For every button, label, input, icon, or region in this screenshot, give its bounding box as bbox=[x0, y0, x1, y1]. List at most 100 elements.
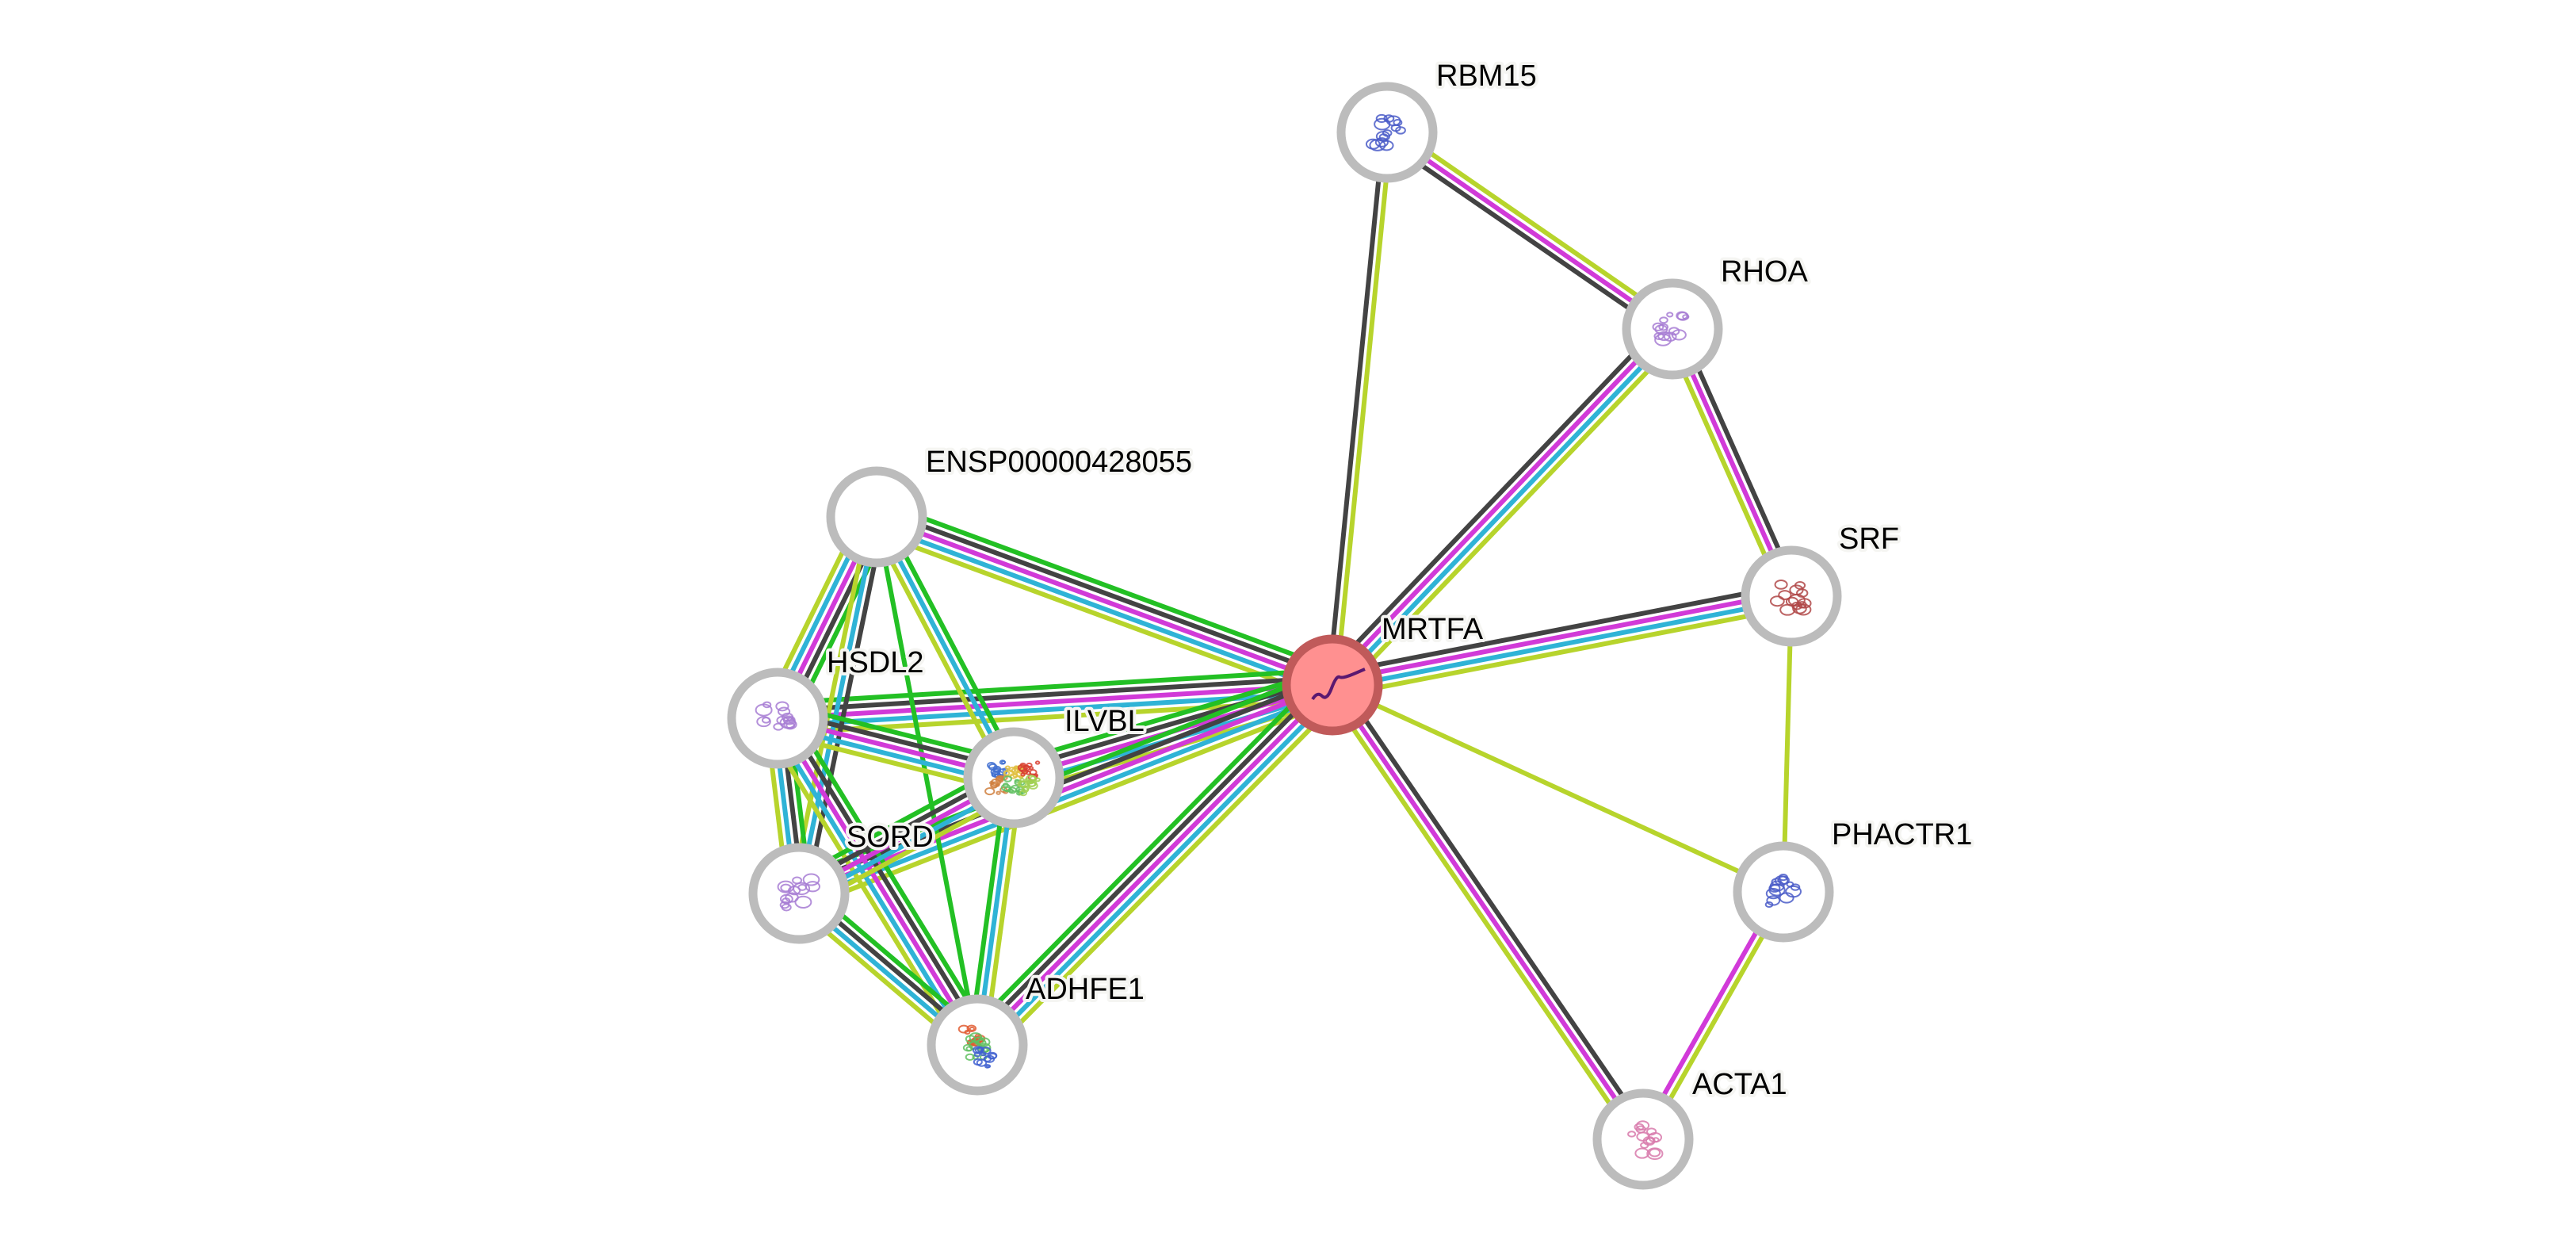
structure-part bbox=[794, 895, 812, 909]
structure-part bbox=[992, 767, 1001, 774]
structure-part bbox=[1634, 1123, 1645, 1131]
node-rhoa[interactable] bbox=[1622, 278, 1723, 380]
node-circle[interactable] bbox=[1622, 278, 1723, 380]
structure-part bbox=[957, 1024, 970, 1034]
edge-line-databases bbox=[1333, 330, 1677, 690]
edge-MRTFA-PHACTR1[interactable] bbox=[1331, 683, 1785, 894]
node-label-adhfe1: ADHFE1 bbox=[1026, 973, 1145, 1006]
edge-line-coexpression bbox=[804, 518, 887, 896]
node-label-phactr1: PHACTR1 bbox=[1832, 818, 1972, 851]
nodes-layer bbox=[727, 82, 1842, 1190]
edge-line-databases bbox=[797, 516, 879, 894]
edge-line-experiments bbox=[1330, 683, 1645, 1141]
structure-part bbox=[1634, 1147, 1650, 1159]
edge-line-textmining bbox=[1389, 124, 1679, 325]
structure-part bbox=[1636, 1120, 1650, 1131]
structure-part bbox=[785, 892, 799, 903]
structure-part bbox=[1778, 590, 1792, 601]
edge-line-coexpression bbox=[878, 507, 1336, 680]
protein-structure-icon bbox=[777, 873, 820, 912]
structure-part bbox=[996, 790, 1001, 795]
node-label-acta1: ACTA1 bbox=[1692, 1068, 1787, 1101]
edge-line-databases bbox=[1332, 597, 1793, 691]
node-rbm15[interactable] bbox=[1336, 82, 1438, 183]
edge-line-neighborhood bbox=[1008, 668, 1329, 766]
structure-part bbox=[1020, 772, 1026, 777]
edge-line-coexpression bbox=[1336, 679, 1652, 1137]
edge-ENSP00000428055-MRTFA[interactable] bbox=[870, 500, 1339, 702]
structure-part bbox=[792, 876, 803, 885]
edge-line-experiments bbox=[1328, 324, 1672, 684]
structure-part bbox=[1768, 883, 1781, 893]
node-circle[interactable] bbox=[1592, 1089, 1694, 1190]
structure-part bbox=[1794, 581, 1806, 590]
structure-part bbox=[1027, 780, 1036, 787]
structure-part bbox=[756, 716, 771, 728]
structure-part bbox=[1645, 1127, 1657, 1136]
node-mrtfa[interactable] bbox=[1282, 634, 1383, 736]
node-adhfe1[interactable] bbox=[927, 994, 1028, 1096]
structure-part bbox=[773, 722, 784, 731]
edge-line-experiments bbox=[777, 683, 1333, 721]
edge-line-neighborhood bbox=[874, 516, 980, 1046]
edge-line-textmining bbox=[1331, 683, 1785, 894]
structure-part bbox=[1014, 779, 1019, 783]
structure-part bbox=[1785, 596, 1799, 607]
structure-part bbox=[1026, 762, 1033, 768]
edge-line-experiments bbox=[975, 683, 1335, 1047]
structure-part bbox=[969, 1026, 976, 1031]
structure-part bbox=[1374, 137, 1389, 147]
structure-part bbox=[1795, 603, 1812, 616]
node-phactr1[interactable] bbox=[1733, 841, 1834, 943]
edge-RBM15-MRTFA[interactable] bbox=[1326, 132, 1393, 686]
protein-structure-icon bbox=[1627, 1120, 1664, 1161]
edge-line-experiments bbox=[797, 683, 1334, 896]
structure-part bbox=[1017, 763, 1027, 772]
structure-part bbox=[780, 883, 792, 893]
node-ilvbl[interactable] bbox=[963, 727, 1064, 828]
structure-part bbox=[1668, 327, 1680, 336]
edge-line-textmining bbox=[870, 529, 1328, 702]
edge-line-coexpression bbox=[1329, 583, 1790, 676]
node-hsdl2[interactable] bbox=[727, 668, 828, 769]
protein-structure-icon bbox=[1017, 775, 1041, 797]
structure-part bbox=[976, 1058, 988, 1067]
structure-part bbox=[1642, 1136, 1656, 1146]
structure-part bbox=[1789, 584, 1804, 596]
edge-line-coexpression bbox=[782, 713, 986, 1043]
edge-line-databases bbox=[801, 690, 1336, 903]
structure-part bbox=[1652, 322, 1664, 331]
node-label-ensp00000428055: ENSP00000428055 bbox=[926, 446, 1192, 479]
edge-line-databases bbox=[980, 688, 1340, 1052]
edge-line-experiments bbox=[1385, 130, 1674, 331]
node-circle[interactable] bbox=[826, 466, 927, 568]
structure-part bbox=[988, 1053, 997, 1060]
edge-SRF-MRTFA[interactable] bbox=[1329, 583, 1794, 698]
structure-part bbox=[1766, 895, 1781, 906]
edge-line-textmining bbox=[986, 694, 1345, 1058]
protein-structure-icon bbox=[1769, 579, 1812, 616]
edge-line-neighborhood bbox=[965, 672, 1324, 1036]
protein-structure-icon bbox=[1017, 760, 1041, 782]
structure-part bbox=[797, 883, 808, 891]
structure-part bbox=[1004, 765, 1011, 770]
structure-part bbox=[983, 1055, 992, 1062]
structure-part bbox=[1657, 331, 1671, 342]
node-acta1[interactable] bbox=[1592, 1089, 1694, 1190]
node-ensp00000428055[interactable] bbox=[826, 466, 927, 568]
node-sord[interactable] bbox=[748, 843, 850, 944]
structure-part bbox=[755, 703, 773, 717]
structure-part bbox=[1649, 1148, 1661, 1157]
edge-line-textmining bbox=[1334, 605, 1794, 698]
edge-RBM15-RHOA[interactable] bbox=[1381, 124, 1679, 338]
structure-part bbox=[1774, 579, 1788, 590]
structure-part bbox=[1765, 887, 1781, 900]
structure-part bbox=[1383, 114, 1395, 123]
edge-ENSP00000428055-ADHFE1[interactable] bbox=[874, 516, 980, 1046]
edge-MRTFA-ACTA1[interactable] bbox=[1324, 679, 1652, 1146]
edge-ADHFE1-MRTFA[interactable] bbox=[965, 672, 1345, 1058]
edge-RHOA-MRTFA[interactable] bbox=[1322, 319, 1683, 694]
node-srf[interactable] bbox=[1741, 545, 1842, 647]
edge-line-coexpression bbox=[1322, 319, 1666, 679]
